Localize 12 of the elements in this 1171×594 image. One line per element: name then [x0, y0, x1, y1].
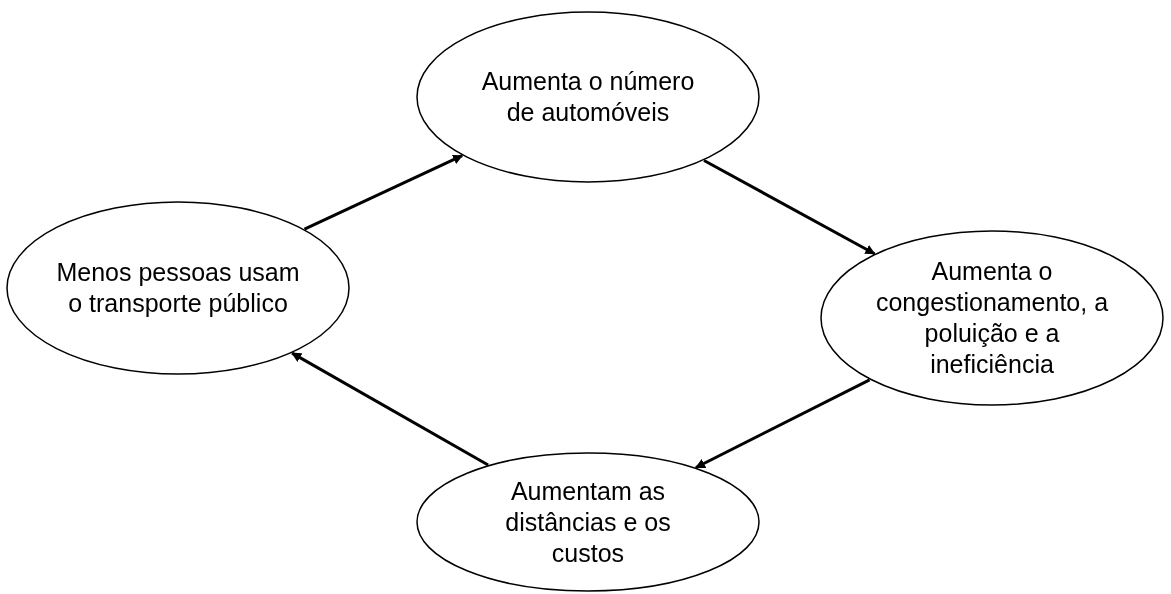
arrow [303, 154, 464, 231]
process-ellipse [820, 230, 1164, 406]
node-label: Aumenta o número de automóveis [480, 66, 696, 128]
arrow [703, 159, 876, 256]
arrow [695, 378, 871, 469]
arrow [291, 351, 489, 467]
process-ellipse [6, 201, 350, 375]
node-label: Aumenta o congestionamento, a poluição e a ineficiência [874, 256, 1110, 380]
process-ellipse [416, 11, 760, 183]
node-label: Aumentam as distâncias e os custos [504, 475, 672, 569]
process-ellipse [416, 452, 760, 592]
node-label: Menos pessoas usam o transporte público [55, 257, 301, 319]
